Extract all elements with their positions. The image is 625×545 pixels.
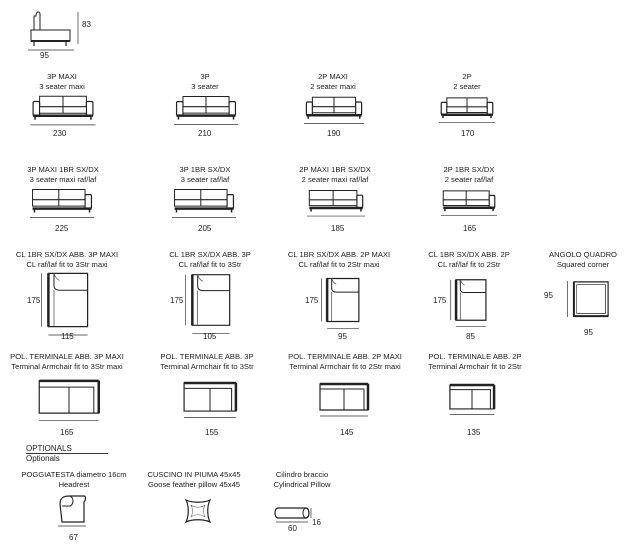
row3-4-depth: 95 bbox=[544, 291, 553, 300]
row3-3-desc: CL raf/laf fit to 2Str bbox=[437, 260, 501, 269]
row4-2-code: POL. TERMINALE ABB. 2P MAXI bbox=[288, 352, 402, 361]
optional-1-desc: Goose feather pillow 45x45 bbox=[147, 480, 241, 489]
row2-3-dim: 165 bbox=[463, 224, 477, 233]
chaise-2p-plan bbox=[455, 272, 487, 328]
row3-3-code: CL 1BR SX/DX ABB. 2P bbox=[428, 250, 510, 259]
row2-1-dim: 205 bbox=[198, 224, 212, 233]
side-width-label: 95 bbox=[40, 51, 49, 60]
cylinder-pillow-icon bbox=[274, 505, 314, 523]
row3-2-desc: CL raf/laf fit to 2Str maxi bbox=[298, 260, 380, 269]
row4-2-desc: Terminal Armchair fit to 2Str maxi bbox=[289, 362, 401, 371]
row1-0-code: 3P MAXI bbox=[47, 72, 77, 81]
sofa-side-view bbox=[26, 8, 82, 48]
row1-2-code: 2P MAXI bbox=[318, 72, 348, 81]
optionals-subtitle: Optionals bbox=[26, 454, 60, 463]
row4-0-code: POL. TERMINALE ABB. 3P MAXI bbox=[10, 352, 124, 361]
row1-2-dim: 190 bbox=[327, 129, 341, 138]
sofa-3p-maxi-1br-front bbox=[30, 188, 94, 214]
side-height-label: 83 bbox=[82, 20, 91, 29]
row4-3-code: POL. TERMINALE ABB. 2P bbox=[428, 352, 522, 361]
row1-1-dim: 210 bbox=[198, 129, 212, 138]
row3-2-code: CL 1BR SX/DX ABB. 2P MAXI bbox=[287, 250, 391, 259]
row3-0-desc: CL raf/laf fit to 3Str maxi bbox=[26, 260, 108, 269]
sofa-3p-1br-front bbox=[172, 188, 236, 214]
armchair-3p-maxi-plan bbox=[38, 379, 100, 415]
optional-2-desc: Cylindrical Pillow bbox=[273, 480, 331, 489]
row3-1-depth: 175 bbox=[170, 296, 184, 305]
sofa-3p-front bbox=[174, 95, 238, 121]
row4-1-dim: 155 bbox=[205, 428, 219, 437]
optional-2-dim2: 16 bbox=[312, 518, 321, 527]
row3-2-width: 95 bbox=[338, 332, 347, 341]
row3-0-code: CL 1BR SX/DX ABB. 3P MAXI bbox=[15, 250, 119, 259]
row4-0-desc: Terminal Armchair fit to 3Str maxi bbox=[11, 362, 123, 371]
row2-2-dim: 185 bbox=[331, 224, 345, 233]
row3-3-depth: 175 bbox=[433, 296, 447, 305]
optional-2-dim: 60 bbox=[288, 524, 297, 533]
chaise-3p-maxi-plan bbox=[46, 272, 90, 328]
row3-1-width: 105 bbox=[203, 332, 217, 341]
row1-3-code: 2P bbox=[462, 72, 472, 81]
row2-1-desc: 3 seater raf/laf bbox=[180, 175, 230, 184]
pillow-icon bbox=[182, 496, 214, 526]
row3-0-width: 115 bbox=[61, 332, 74, 341]
row2-3-code: 2P 1BR SX/DX bbox=[443, 165, 495, 174]
row1-1-desc: 3 seater bbox=[191, 82, 219, 91]
sofa-3p-maxi-front bbox=[29, 95, 97, 121]
row4-2-dim: 145 bbox=[340, 428, 354, 437]
sofa-2p-maxi-1br-front bbox=[307, 188, 365, 214]
sofa-2p-maxi-front bbox=[304, 95, 364, 121]
row3-1-desc: CL raf/laf fit to 3Str bbox=[178, 260, 242, 269]
chaise-3p-plan bbox=[191, 272, 231, 328]
squared-corner-plan bbox=[573, 281, 609, 317]
armchair-2p-maxi-plan bbox=[319, 379, 369, 415]
row3-4-desc: Squared corner bbox=[556, 260, 610, 269]
row1-2-desc: 2 seater maxi bbox=[310, 82, 356, 91]
row1-0-dim: 230 bbox=[53, 129, 67, 138]
row1-0-desc: 3 seater maxi bbox=[39, 82, 85, 91]
optionals-title: OPTIONALS bbox=[26, 444, 72, 453]
row1-3-dim: 170 bbox=[461, 129, 475, 138]
optional-0-desc: Headrest bbox=[58, 480, 90, 489]
armchair-3p-plan bbox=[183, 379, 237, 415]
armchair-2p-plan bbox=[449, 379, 495, 415]
row2-3-desc: 2 seater raf/laf bbox=[444, 175, 494, 184]
row2-0-dim: 225 bbox=[55, 224, 69, 233]
headrest-icon bbox=[58, 494, 88, 526]
optional-0-dim: 67 bbox=[69, 533, 78, 542]
row2-2-code: 2P MAXI 1BR SX/DX bbox=[299, 165, 371, 174]
row3-2-depth: 175 bbox=[305, 296, 319, 305]
chaise-2p-maxi-plan bbox=[326, 272, 360, 328]
optional-1-code: CUSCINO IN PIUMA 45x45 bbox=[147, 470, 241, 479]
optional-2-code: Cilindro braccio bbox=[275, 470, 329, 479]
row4-1-desc: Terminal Armchair fit to 3Str bbox=[160, 362, 254, 371]
row3-4-code: ANGOLO QUADRO bbox=[549, 250, 617, 259]
optional-0-code: POGGIATESTA diametro 16cm bbox=[21, 470, 127, 479]
row4-0-dim: 165 bbox=[60, 428, 74, 437]
row4-3-dim: 135 bbox=[467, 428, 481, 437]
row2-2-desc: 2 seater maxi raf/laf bbox=[301, 175, 369, 184]
row3-4-width: 95 bbox=[584, 328, 593, 337]
sofa-2p-front bbox=[439, 95, 495, 121]
row3-1-code: CL 1BR SX/DX ABB. 3P bbox=[169, 250, 251, 259]
row2-1-code: 3P 1BR SX/DX bbox=[179, 165, 231, 174]
row2-0-code: 3P MAXI 1BR SX/DX bbox=[27, 165, 99, 174]
row4-3-desc: Terminal Armchair fit to 2Str bbox=[428, 362, 522, 371]
row1-1-code: 3P bbox=[200, 72, 210, 81]
sofa-2p-1br-front bbox=[441, 188, 497, 214]
row3-0-depth: 175 bbox=[27, 296, 41, 305]
row2-0-desc: 3 seater maxi raf/laf bbox=[29, 175, 97, 184]
row1-3-desc: 2 seater bbox=[453, 82, 481, 91]
row4-1-code: POL. TERMINALE ABB. 3P bbox=[160, 352, 254, 361]
optionals-divider bbox=[26, 453, 108, 454]
row3-3-width: 85 bbox=[466, 332, 475, 341]
